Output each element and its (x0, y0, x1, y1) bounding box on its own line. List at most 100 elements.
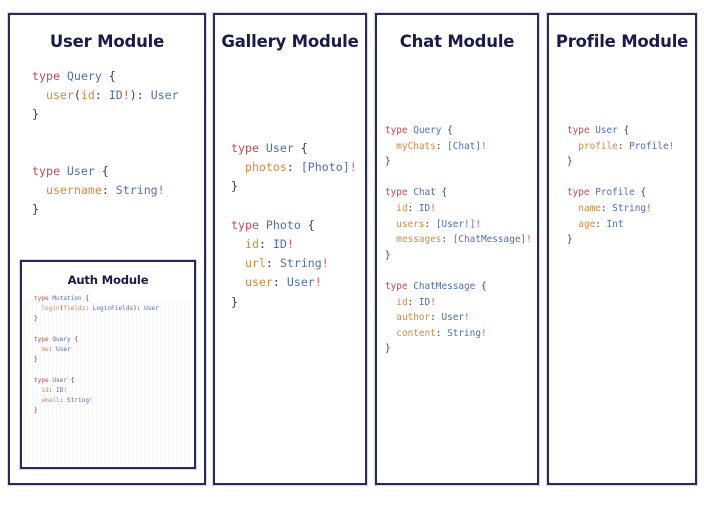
code-token: ! (475, 218, 481, 230)
code-token: ! (286, 237, 294, 252)
code-token: } (385, 156, 391, 168)
code-token: : (435, 327, 448, 339)
code-token: ): (133, 305, 145, 313)
code-line: content: String! (385, 326, 537, 342)
code-token: type (231, 217, 266, 232)
code-token: [User!] (435, 218, 476, 230)
code-token: login (41, 305, 60, 313)
code-token: { (293, 141, 308, 155)
code-token (385, 234, 396, 245)
code-token: messages (396, 234, 442, 246)
code-line: username: String! (32, 181, 204, 200)
code-line: } (567, 232, 695, 248)
module-card-chat[interactable]: Chat Module type Query { myChats: [Chat]… (375, 13, 539, 485)
code-token: ID (418, 202, 431, 214)
code-token (231, 160, 245, 174)
code-token: Profile (595, 187, 635, 199)
module-code-profile: type User { profile: Profile!} type Prof… (567, 123, 695, 248)
code-token: age (578, 218, 596, 230)
code-token: } (385, 249, 391, 261)
code-line: } (231, 177, 365, 196)
code-token: ID (418, 296, 431, 308)
code-line: type ChatMessage { (385, 279, 537, 295)
code-token: ! (480, 327, 487, 339)
code-line: user: User! (231, 273, 365, 292)
code-line: name: String! (567, 201, 695, 217)
code-line: } (385, 341, 537, 357)
code-line (385, 170, 537, 186)
code-token: : (441, 234, 453, 246)
code-line (34, 365, 194, 375)
code-token (385, 203, 396, 214)
code-token: Photo (265, 217, 301, 232)
module-code-chat: type Query { myChats: [Chat]!} type Chat… (385, 123, 537, 357)
code-line: id: ID! (385, 201, 537, 217)
code-token: { (634, 187, 647, 199)
code-token: type (231, 141, 266, 155)
code-token: id (41, 386, 49, 394)
code-line: myChats: [Chat]! (385, 139, 537, 155)
code-token (567, 141, 578, 152)
code-line: age: Int (567, 217, 695, 233)
code-token: } (567, 234, 573, 246)
code-line: me: User (34, 345, 194, 355)
code-token: } (32, 202, 39, 216)
code-token: : (94, 88, 109, 102)
code-token: { (475, 280, 487, 292)
code-token: { (81, 295, 90, 302)
code-token: email (41, 397, 60, 405)
code-line (32, 143, 204, 162)
code-token: ChatMessage (413, 280, 476, 292)
code-token: id (80, 88, 95, 102)
code-token: } (567, 156, 573, 168)
code-line: } (32, 105, 204, 124)
code-line: type User { (231, 139, 365, 158)
code-token: ! (668, 140, 675, 152)
code-token: type (32, 164, 67, 178)
module-card-user[interactable]: User Module type Query { user(id: ID!): … (8, 13, 206, 485)
code-line: profile: Profile! (567, 139, 695, 155)
code-line: type User { (32, 162, 204, 181)
code-line: } (385, 248, 537, 264)
code-token (385, 219, 396, 230)
code-token: ! (314, 275, 322, 290)
module-title-user: User Module (49, 32, 165, 51)
code-token: User (56, 346, 71, 354)
code-line: type Photo { (231, 216, 365, 235)
code-token: ( (73, 88, 81, 102)
module-code-auth: type Mutation { login(fields: LoginField… (34, 294, 194, 416)
code-token: : (424, 218, 436, 230)
code-token (231, 237, 245, 251)
code-line: } (34, 406, 194, 416)
code-token: Query (52, 335, 71, 343)
code-line: } (32, 200, 204, 219)
module-title-auth: Auth Module (67, 273, 149, 287)
module-title-profile: Profile Module (555, 32, 689, 51)
code-token: LoginFields (92, 305, 134, 313)
code-token: username (45, 183, 102, 197)
code-token: ! (63, 386, 68, 394)
code-token: type (385, 125, 414, 136)
module-code-user: type Query { user(id: ID!): User} type U… (32, 67, 204, 219)
code-token (385, 297, 396, 308)
code-token (32, 183, 46, 197)
code-token: profile (578, 140, 618, 152)
code-token (567, 219, 578, 230)
code-token: [Photo] (300, 160, 350, 175)
code-line: type User { (567, 123, 695, 139)
code-token (231, 256, 245, 270)
code-token: [ChatMessage] (452, 234, 527, 246)
code-line: } (34, 355, 194, 365)
code-line: url: String! (231, 254, 365, 273)
code-line: email: String! (34, 396, 194, 406)
code-line: users: [User!]! (385, 217, 537, 233)
module-card-auth[interactable]: Auth Module type Mutation { login(fields… (20, 260, 196, 469)
code-token: { (300, 217, 315, 232)
code-token: : (258, 237, 273, 252)
module-card-profile[interactable]: Profile Module type User { profile: Prof… (547, 13, 697, 485)
code-token (385, 312, 396, 323)
code-token: Query (413, 125, 442, 136)
code-token: : (617, 140, 630, 152)
module-card-gallery[interactable]: Gallery Module type User { photos: [Phot… (213, 13, 367, 485)
code-token (231, 275, 245, 289)
